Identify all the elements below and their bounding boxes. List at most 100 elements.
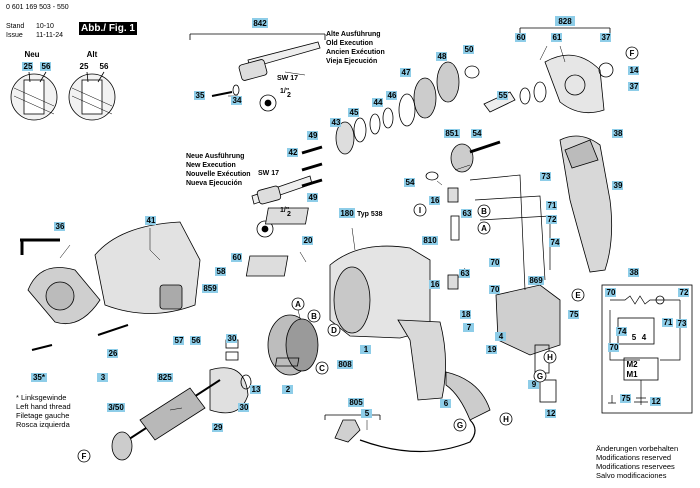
new-execution-es: Nueva Ejecución: [186, 180, 243, 187]
part-43: 43: [332, 118, 341, 127]
part-I: I: [419, 206, 421, 215]
inset-neu-title: Neu: [24, 50, 39, 59]
new-execution-en: New Execution: [186, 162, 236, 169]
part-71: 71: [548, 201, 557, 210]
part-F-bottom: F: [82, 452, 87, 461]
washer-old: [259, 94, 277, 112]
bracket-842: [189, 33, 326, 40]
ring-50: [464, 65, 480, 79]
sw-label-old: SW 17: [277, 75, 298, 82]
wiring-5: 5: [632, 333, 637, 342]
part-859: 859: [203, 284, 217, 293]
part-2: 2: [286, 385, 291, 394]
cable-clamp-6: [445, 371, 491, 421]
wiring-M1: M1: [626, 370, 638, 379]
part-50: 50: [465, 45, 474, 54]
bracket-828: [519, 27, 611, 34]
gear-housing-41: [94, 221, 201, 314]
part-20: 20: [304, 236, 313, 245]
part-63b: 63: [461, 269, 470, 278]
part-12: 12: [547, 409, 556, 418]
screw-26: [97, 324, 129, 336]
part-810: 810: [423, 236, 437, 245]
part-A: A: [481, 224, 487, 233]
part-H: H: [503, 415, 509, 424]
power-cable-5: [359, 419, 476, 453]
part-3: 3: [101, 373, 106, 382]
part-30a: 30: [228, 334, 237, 343]
inset-neu-left-label: 25: [24, 62, 33, 71]
part-808: 808: [338, 360, 352, 369]
wiring-72: 72: [680, 288, 689, 297]
part-63a: 63: [463, 209, 472, 218]
part-42: 42: [289, 148, 298, 157]
old-execution-de: Alte Ausführung: [326, 31, 381, 38]
screw-35: [211, 91, 233, 97]
part-16a: 16: [431, 196, 440, 205]
part-5: 5: [365, 409, 370, 418]
part-14: 14: [630, 66, 639, 75]
changes-en: Modifications reserved: [596, 453, 672, 462]
part-4: 4: [499, 332, 504, 341]
new-execution-note: Neue Ausführung New Execution Nouvelle E…: [186, 152, 251, 188]
inset-alt-title: Alt: [87, 50, 98, 59]
left-thread-note: * Linksgewinde Left hand thread Filetage…: [16, 393, 71, 429]
part-828: 828: [558, 17, 572, 26]
switch-knob-57: [159, 284, 183, 310]
part-72: 72: [548, 215, 557, 224]
part-58: 58: [217, 267, 226, 276]
part-13: 13: [252, 385, 261, 394]
chuck-key-nut: [238, 59, 268, 81]
thread-frac-new: 2: [287, 211, 291, 218]
wiring-4: 4: [642, 333, 647, 342]
part-36: 36: [56, 222, 65, 231]
gear-housing-cover: [544, 54, 605, 114]
part-54a: 54: [473, 129, 482, 138]
part-45: 45: [350, 108, 359, 117]
thread-frac-old: 2: [287, 92, 291, 99]
issue-label: Issue: [6, 32, 23, 39]
inset-neu-right-label: 56: [42, 62, 51, 71]
part-44: 44: [374, 98, 383, 107]
part-B: B: [481, 207, 487, 216]
sw-label-new: SW 17: [258, 170, 279, 177]
part-B-bottom: B: [311, 312, 317, 321]
part-26: 26: [109, 349, 118, 358]
handle-39: [559, 135, 613, 273]
screw-35s: [31, 344, 53, 351]
part-E: E: [575, 291, 581, 300]
part-57: 57: [175, 336, 184, 345]
old-execution-fr: Ancien Exécution: [326, 49, 385, 56]
changes-de: Änderungen vorbehalten: [596, 444, 679, 453]
part-37a: 37: [602, 33, 611, 42]
pins-49-42: [301, 145, 323, 188]
typ-label: Typ 538: [357, 211, 383, 218]
part-16b: 16: [431, 280, 440, 289]
part-9: 9: [532, 380, 537, 389]
wire-73: [469, 174, 526, 291]
wiring-71: 71: [664, 318, 673, 327]
gear-48: [436, 61, 460, 103]
left-thread-es: Rosca izquierda: [16, 420, 70, 429]
clutch-46: [398, 93, 416, 127]
part-30b: 30: [240, 403, 249, 412]
thread-label-old: 1/": [280, 88, 289, 95]
part-19: 19: [488, 345, 497, 354]
part-41: 41: [147, 216, 156, 225]
chuck-key: [20, 238, 60, 255]
part-56: 56: [192, 336, 201, 345]
issue-value: 11-11-24: [36, 32, 63, 39]
wiring-70b: 70: [610, 343, 619, 352]
part-34: 34: [233, 96, 242, 105]
part-F-top: F: [630, 49, 635, 58]
terminal-16a: [447, 187, 459, 203]
label-20: [245, 255, 289, 277]
ring-60: [519, 87, 531, 105]
changes-fr: Modifications reservees: [596, 462, 675, 471]
new-execution-de: Neue Ausführung: [186, 153, 245, 160]
brush-holder-810: [450, 215, 460, 241]
inset-alt-left-label: 25: [80, 62, 89, 71]
ring-44: [382, 107, 394, 129]
plug-805: [334, 419, 361, 443]
bearing-plate-29: [209, 367, 249, 414]
